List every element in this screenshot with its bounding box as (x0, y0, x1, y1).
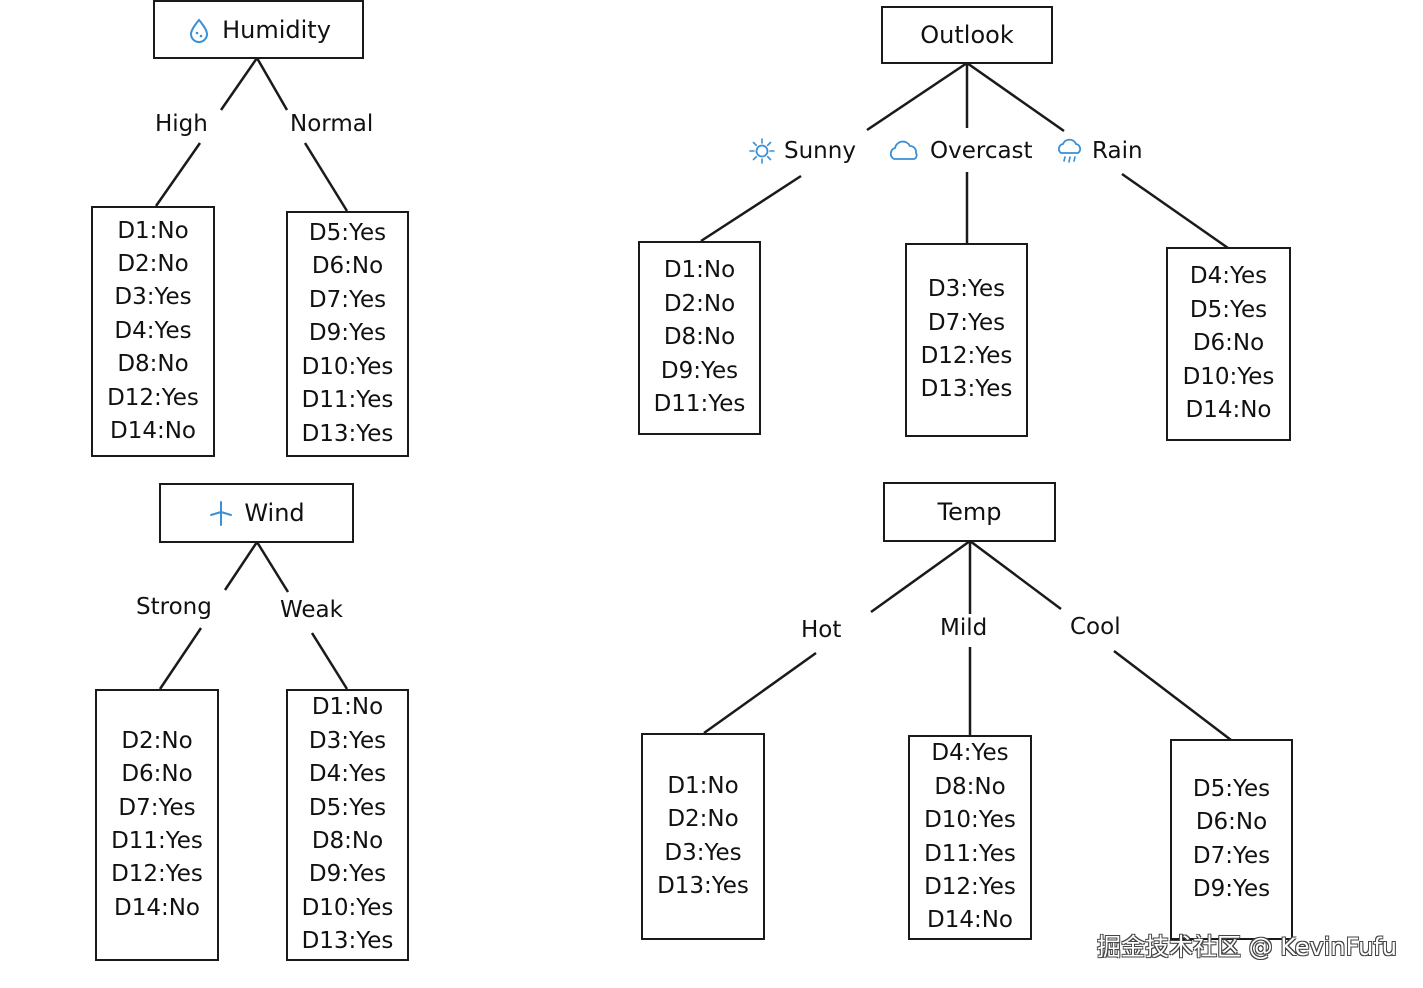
leaf-temp-mild: D4:Yes D8:No D10:Yes D11:Yes D12:Yes D14… (908, 735, 1032, 940)
leaf-entry: D7:Yes (308, 286, 387, 313)
leaf-entry: D3:Yes (308, 727, 387, 754)
branch-label-sunny: Sunny (748, 137, 856, 165)
rain-label: Rain (1092, 138, 1143, 164)
leaf-entry: D8:No (311, 828, 384, 854)
leaf-entry: D5:Yes (1192, 775, 1271, 802)
sunny-label: Sunny (784, 138, 856, 164)
humidity-root-node: Humidity (153, 0, 364, 59)
leaf-entry: D6:No (121, 761, 193, 788)
leaf-entry: D1:No (663, 257, 736, 284)
leaf-entry: D1:No (667, 772, 739, 799)
wind-turbine-icon (208, 500, 234, 526)
temp-root-node: Temp (883, 482, 1056, 542)
leaf-entry: D2:No (663, 290, 736, 317)
leaf-entry: D14:No (1185, 397, 1272, 424)
leaf-entry: D3:Yes (114, 284, 192, 311)
leaf-entry: D1:No (311, 694, 384, 721)
leaf-outlook-overcast: D3:Yes D7:Yes D12:Yes D13:Yes (905, 243, 1028, 437)
leaf-entry: D7:Yes (118, 794, 196, 821)
leaf-temp-cool: D5:Yes D6:No D7:Yes D9:Yes (1170, 739, 1293, 940)
leaf-entry: D12:Yes (107, 384, 199, 411)
leaf-entry: D9:Yes (1192, 875, 1271, 902)
leaf-entry: D9:Yes (308, 861, 387, 888)
cloud-icon (886, 137, 922, 165)
outlook-title: Outlook (920, 21, 1014, 49)
leaf-entry: D7:Yes (927, 309, 1006, 336)
leaf-entry: D12:Yes (111, 861, 203, 888)
outlook-root-node: Outlook (881, 6, 1053, 64)
leaf-temp-hot: D1:No D2:No D3:Yes D13:Yes (641, 733, 765, 940)
leaf-entry: D4:Yes (114, 317, 192, 344)
sun-icon (748, 137, 776, 165)
leaf-entry: D8:No (117, 351, 189, 378)
leaf-entry: D2:No (117, 250, 189, 277)
branch-label-cool: Cool (1070, 614, 1121, 640)
leaf-entry: D14:No (926, 907, 1013, 934)
watermark: 掘金技术社区 @ KevinFufu (1096, 933, 1397, 961)
leaf-entry: D10:Yes (924, 807, 1016, 834)
droplet-icon (186, 17, 212, 43)
overcast-label: Overcast (930, 138, 1033, 164)
leaf-entry: D12:Yes (920, 343, 1013, 369)
leaf-entry: D11:Yes (111, 828, 203, 854)
branch-label-hot: Hot (801, 617, 842, 643)
branch-label-strong: Strong (136, 594, 212, 620)
leaf-entry: D9:Yes (308, 320, 387, 347)
leaf-entry: D14:No (109, 418, 196, 445)
leaf-entry: D12:Yes (924, 873, 1016, 900)
leaf-entry: D6:No (311, 253, 384, 280)
leaf-entry: D10:Yes (301, 894, 394, 921)
branch-label-rain: Rain (1056, 137, 1143, 165)
leaf-entry: D11:Yes (653, 391, 746, 418)
leaf-entry: D11:Yes (301, 387, 394, 414)
temp-title: Temp (937, 498, 1002, 526)
rain-cloud-icon (1056, 137, 1084, 165)
leaf-wind-weak: D1:No D3:Yes D4:Yes D5:Yes D8:No D9:Yes … (286, 689, 409, 961)
branch-label-high: High (155, 111, 208, 137)
leaf-entry: D6:No (1195, 809, 1268, 836)
leaf-entry: D3:Yes (927, 276, 1006, 303)
leaf-outlook-rain: D4:Yes D5:Yes D6:No D10:Yes D14:No (1166, 247, 1291, 441)
humidity-title: Humidity (222, 15, 331, 44)
leaf-entry: D13:Yes (657, 872, 749, 899)
leaf-wind-strong: D2:No D6:No D7:Yes D11:Yes D12:Yes D14:N… (95, 689, 219, 961)
leaf-entry: D11:Yes (924, 840, 1016, 867)
leaf-outlook-sunny: D1:No D2:No D8:No D9:Yes D11:Yes (638, 241, 761, 435)
leaf-entry: D4:Yes (1189, 263, 1268, 290)
leaf-entry: D2:No (121, 727, 193, 754)
leaf-humidity-normal: D5:Yes D6:No D7:Yes D9:Yes D10:Yes D11:Y… (286, 211, 409, 457)
leaf-entry: D8:No (663, 324, 736, 351)
branch-label-weak: Weak (280, 597, 343, 623)
branch-label-normal: Normal (290, 111, 374, 137)
leaf-entry: D10:Yes (301, 353, 394, 380)
leaf-entry: D6:No (1192, 330, 1265, 357)
wind-title: Wind (244, 499, 305, 527)
leaf-entry: D10:Yes (1182, 363, 1275, 390)
leaf-entry: D3:Yes (664, 839, 742, 866)
leaf-entry: D14:No (113, 894, 200, 921)
leaf-entry: D5:Yes (308, 220, 387, 247)
leaf-entry: D4:Yes (931, 740, 1009, 767)
leaf-entry: D5:Yes (1189, 296, 1268, 323)
branch-label-mild: Mild (940, 615, 988, 641)
leaf-entry: D4:Yes (308, 761, 387, 788)
leaf-entry: D7:Yes (1192, 842, 1271, 869)
leaf-entry: D13:Yes (301, 928, 394, 955)
leaf-entry: D8:No (934, 773, 1006, 800)
wind-root-node: Wind (159, 483, 354, 543)
leaf-entry: D9:Yes (660, 357, 739, 384)
leaf-entry: D2:No (667, 806, 739, 833)
leaf-entry: D1:No (117, 217, 189, 244)
leaf-entry: D5:Yes (308, 794, 387, 821)
branch-label-overcast: Overcast (886, 137, 1033, 165)
leaf-humidity-high: D1:No D2:No D3:Yes D4:Yes D8:No D12:Yes … (91, 206, 215, 457)
leaf-entry: D13:Yes (920, 376, 1013, 403)
leaf-entry: D13:Yes (301, 420, 394, 447)
